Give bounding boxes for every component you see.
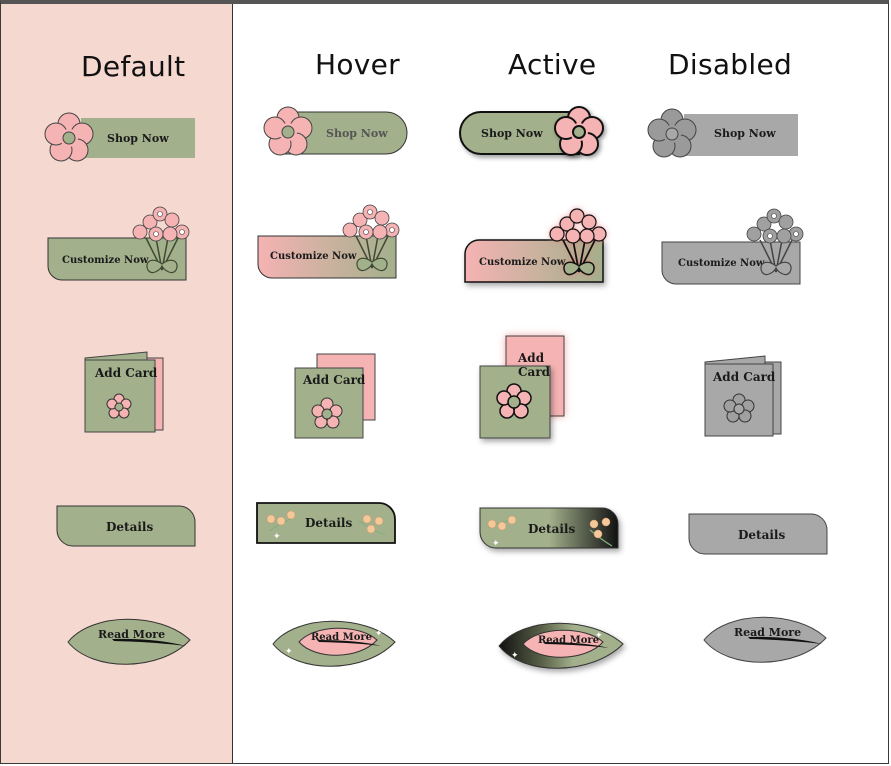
column-title-hover: Hover: [315, 48, 400, 81]
flower-icon: [554, 106, 604, 156]
read-more-button-disabled: Read More: [700, 612, 832, 668]
shop-now-label: Shop Now: [481, 127, 543, 140]
leaf-icon: ✦ ✦: [498, 622, 624, 669]
add-card-button-default[interactable]: Add Card: [81, 348, 171, 438]
details-label: Details: [305, 516, 352, 530]
svg-text:✦: ✦: [273, 532, 281, 542]
leaf-icon: [703, 616, 827, 663]
card-label: Card: [518, 365, 551, 379]
svg-text:✦: ✦: [492, 539, 500, 549]
read-more-label: Read More: [311, 632, 372, 643]
read-more-label: Read More: [734, 626, 801, 639]
details-button-hover[interactable]: ✦ Details: [255, 501, 400, 549]
shop-now-button-hover[interactable]: Shop Now: [260, 106, 420, 166]
customize-now-label: Customize Now: [678, 258, 765, 269]
shop-now-button-default[interactable]: Shop Now: [41, 110, 201, 170]
shop-now-label: Shop Now: [107, 132, 169, 145]
column-title-disabled: Disabled: [668, 48, 793, 81]
details-button-default[interactable]: Details: [55, 504, 200, 552]
details-button-active[interactable]: ✦ Details: [478, 506, 628, 556]
add-card-label: Add Card: [94, 366, 158, 380]
details-label: Details: [528, 522, 575, 536]
leaf-icon: [67, 618, 191, 665]
bouquet-icon: [746, 208, 804, 276]
flower-icon: [263, 106, 313, 156]
svg-text:✦: ✦: [285, 647, 293, 657]
bouquet-icon: [342, 204, 400, 272]
shop-now-button-active[interactable]: Shop Now: [459, 104, 619, 166]
read-more-button-hover[interactable]: ✦ ✦ Read More: [269, 616, 401, 672]
add-card-button-hover[interactable]: Add Card: [291, 350, 381, 442]
column-title-default: Default: [81, 50, 186, 83]
shop-now-button-disabled: Shop Now: [644, 106, 804, 166]
shop-now-label: Shop Now: [326, 127, 388, 140]
read-more-label: Read More: [98, 628, 165, 641]
read-more-label: Read More: [538, 635, 599, 646]
flower-icon: [44, 112, 94, 162]
card-icon: [84, 351, 164, 433]
flower-sprig-icon: ✦: [266, 510, 386, 542]
flower-sprig-icon: ✦: [487, 515, 613, 549]
add-card-button-disabled: Add Card: [701, 352, 791, 442]
flower-icon: [647, 108, 697, 158]
details-button-disabled: Details: [687, 512, 832, 560]
customize-now-button-disabled: Customize Now: [660, 200, 820, 290]
svg-text:✦: ✦: [511, 651, 519, 661]
read-more-button-active[interactable]: ✦ ✦ Read More: [495, 618, 631, 678]
svg-text:✦: ✦: [595, 631, 603, 641]
card-icon: [479, 335, 565, 439]
column-title-active: Active: [508, 48, 597, 81]
card-icon: [704, 355, 782, 437]
add-card-button-active[interactable]: Add Card: [476, 332, 576, 444]
customize-now-label: Customize Now: [479, 257, 566, 268]
details-label: Details: [738, 528, 785, 542]
add-card-label: Add Card: [302, 373, 366, 387]
add-card-label: Add Card: [712, 370, 776, 384]
customize-now-button-default[interactable]: Customize Now: [46, 196, 206, 286]
card-icon: [294, 353, 376, 439]
add-label: Add: [517, 351, 545, 365]
bouquet-icon: [549, 208, 607, 276]
svg-text:✦: ✦: [375, 629, 383, 639]
leaf-icon: ✦ ✦: [272, 620, 396, 667]
customize-now-label: Customize Now: [270, 251, 357, 262]
details-label: Details: [106, 520, 153, 534]
read-more-button-default[interactable]: Read More: [64, 614, 196, 670]
bouquet-icon: [132, 206, 190, 274]
customize-now-button-active[interactable]: Customize Now: [463, 196, 633, 292]
customize-now-button-hover[interactable]: Customize Now: [256, 194, 416, 284]
shop-now-label: Shop Now: [714, 127, 776, 140]
customize-now-label: Customize Now: [62, 255, 149, 266]
